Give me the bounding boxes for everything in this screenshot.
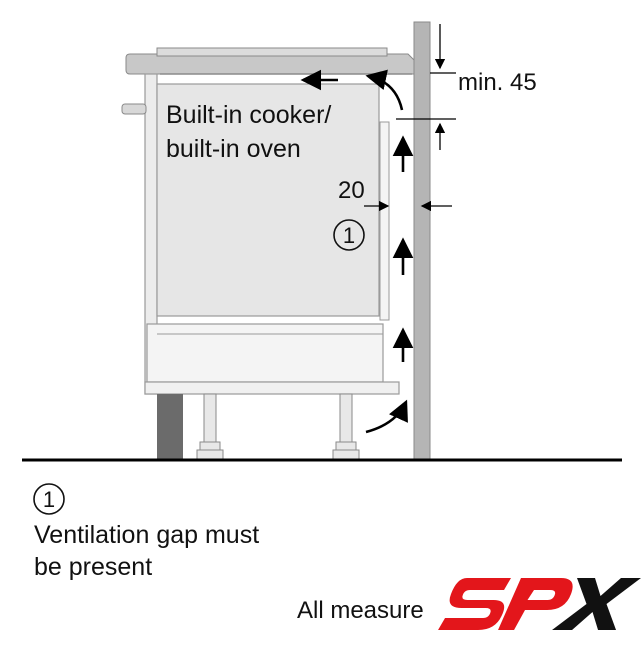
oven-back-strip [379,121,390,321]
hob-top [156,47,388,57]
airflow-arrows [300,69,414,434]
legend-marker-number: 1 [43,487,55,512]
marker-number: 1 [343,223,355,248]
wall [413,21,431,461]
marker-1-diagram: 1 [333,219,365,251]
cooker-knob [121,103,147,115]
worktop [125,53,415,75]
plinth [157,394,183,460]
dimension-min-gap [396,24,456,150]
cabinet-base [144,381,400,395]
oven-label-line2: built-in oven [166,135,301,163]
side-gap-label: 20 [338,177,365,204]
spx-logo: SPX [438,578,642,630]
footnote-text: All measure [297,597,424,624]
legend-marker-1: 1 [33,483,65,515]
legend-line1: Ventilation gap must [34,521,259,549]
cabinet-legs [196,393,360,461]
oven-panel [156,83,380,317]
drawer [146,323,384,383]
oven-label-line1: Built-in cooker/ [166,101,331,129]
min-gap-label: min. 45 [458,69,537,96]
legend-line2: be present [34,553,152,581]
